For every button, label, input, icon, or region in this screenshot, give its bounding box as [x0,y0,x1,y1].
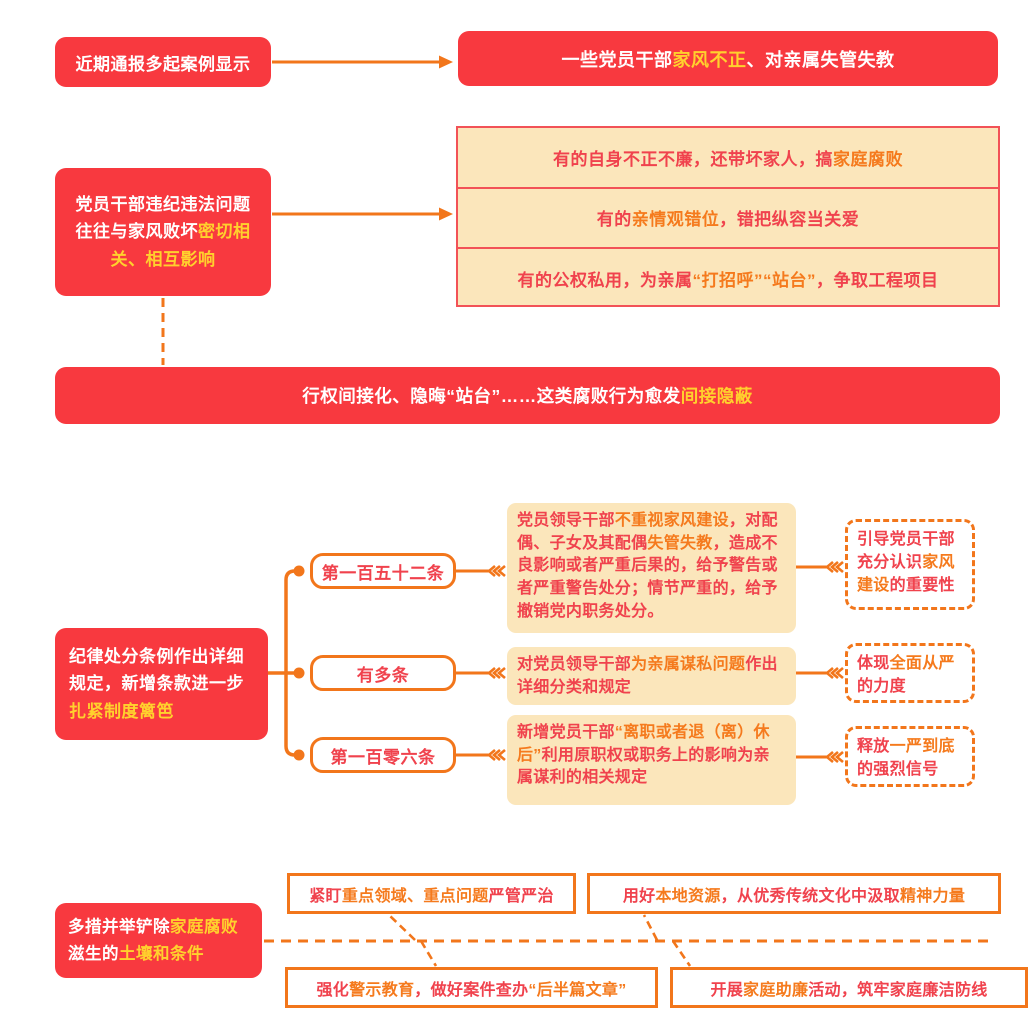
label-detail-connectors [456,565,506,761]
flow-arrow-cause [272,207,453,221]
flow-arrow-top [272,55,453,69]
measure-box-4: 开展家庭助廉活动，筑牢家庭廉洁防线 [670,967,1028,1008]
article-multi-detail: 对党员领导干部为亲属谋私问题作出详细分类和规定 [507,647,796,705]
measure-box-3: 强化警示教育，做好案件查办“后半篇文章” [285,967,658,1008]
article-106-detail: 新增党员干部“离职或者退（离）休后”利用原职权或职务上的影响为亲属谋利的相关规定 [507,715,796,805]
measures-dashed-tree [264,914,994,967]
hidden-corruption-banner: 行权间接化、隐晦“站台”……这类腐败行为愈发间接隐蔽 [55,367,1000,424]
branch-bracket [268,569,296,757]
example-row-2: 有的亲情观错位，错把纵容当关爱 [458,186,998,248]
article-152-label: 第一百五十二条 [310,553,456,589]
case-result-box: 一些党员干部家风不正、对亲属失管失教 [458,31,998,86]
cause-box: 党员干部违纪违法问题往往与家风败坏密切相关、相互影响 [55,168,271,296]
article-106-effect: 释放一严到底的强烈信号 [845,726,975,787]
measures-intro-box: 多措并举铲除家庭腐败滋生的土壤和条件 [55,903,262,978]
detail-effect-connectors [796,561,844,763]
measure-box-2: 用好本地资源，从优秀传统文化中汲取精神力量 [587,873,1001,914]
article-152-effect: 引导党员干部充分认识家风建设的重要性 [845,519,975,610]
example-row-3: 有的公权私用，为亲属“打招呼”“站台”，争取工程项目 [458,247,998,308]
article-106-label: 第一百零六条 [310,737,456,773]
examples-panel: 有的自身不正不廉，还带坏家人，搞家庭腐败 有的亲情观错位，错把纵容当关爱 有的公… [456,126,1000,307]
example-row-1: 有的自身不正不廉，还带坏家人，搞家庭腐败 [553,149,903,169]
case-report-box: 近期通报多起案例显示 [55,37,271,87]
measure-box-1: 紧盯重点领域、重点问题严管严治 [287,873,576,914]
branch-dots [293,565,305,761]
article-multi-effect: 体现全面从严的力度 [845,643,975,703]
article-multi-label: 有多条 [310,655,456,691]
article-152-detail: 党员领导干部不重视家风建设，对配偶、子女及其配偶失管失教，造成不良影响或者严重后… [507,503,796,633]
regulation-intro-box: 纪律处分条例作出详细规定，新增条款进一步扎紧制度篱笆 [55,628,268,740]
